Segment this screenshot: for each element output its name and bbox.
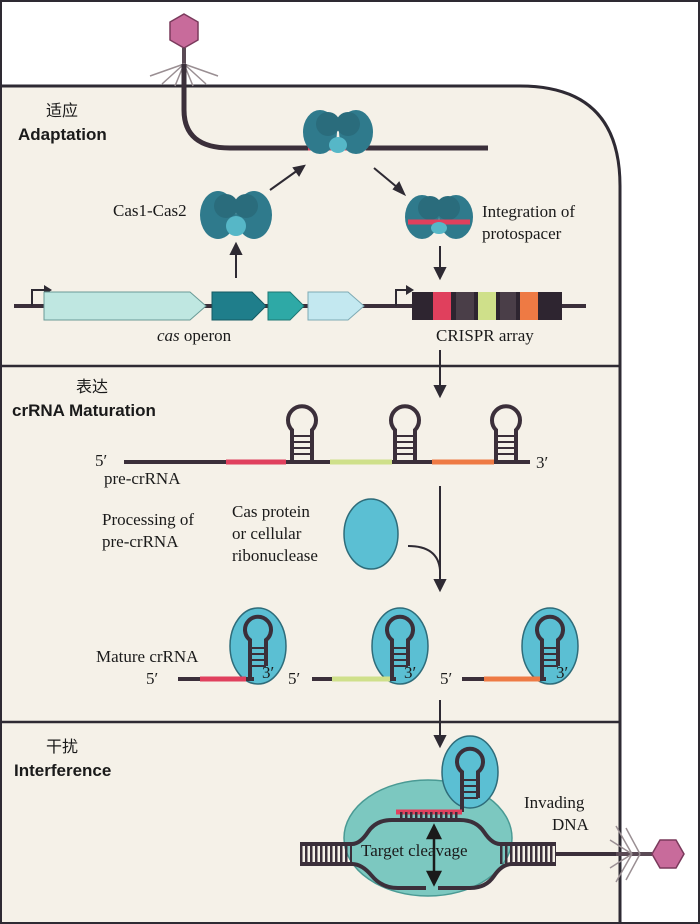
mature-crrna-1-3prime: 3′ (262, 663, 274, 682)
section-maturation: 表达 crRNA Maturation (12, 377, 156, 420)
section-interference: 干扰 Interference (14, 737, 111, 780)
hairpins-pre (286, 404, 522, 462)
mature-crrna-1 (178, 607, 287, 685)
mature-crrna-3-3prime: 3′ (556, 663, 568, 682)
section-adaptation: 适应 Adaptation (18, 101, 107, 144)
arrow-processing (407, 486, 447, 593)
arrow-to-maturation (433, 350, 447, 399)
mature-crrna-2 (312, 607, 429, 685)
cas-operon-label: cas operon (157, 326, 232, 345)
enzyme-label-line1: Cas protein (232, 502, 310, 521)
mature-crrna-3-5prime: 5′ (440, 669, 452, 688)
pre-crrna-5prime: 5′ (95, 451, 107, 470)
section-title-zh: 表达 (76, 377, 108, 396)
crrna-target-pairing (396, 809, 462, 820)
target-dna (300, 818, 646, 890)
injected-phage-dna (181, 64, 488, 151)
section-title-zh: 干扰 (46, 737, 78, 756)
cas1-cas2-complex-free (200, 191, 272, 239)
cas-protein-bound (441, 735, 499, 809)
invading-dna-label-line1: Invading (524, 793, 585, 812)
target-cleavage-label: Target cleavage (361, 841, 468, 860)
arrow-to-interference (433, 700, 447, 749)
cas1-cas2-complex-integration (405, 195, 473, 239)
enzyme-label-line3: ribonuclease (232, 546, 318, 565)
promoter-arrow-cas (31, 289, 48, 306)
crispr-array (412, 292, 562, 320)
mature-crrna-3 (462, 607, 579, 685)
cleavage-arrows (425, 823, 443, 887)
phage-invading-icon (609, 825, 685, 883)
promoter-arrowhead-crispr (406, 285, 414, 295)
section-title-en: Adaptation (18, 125, 107, 144)
mature-crrna-1-5prime: 5′ (146, 669, 158, 688)
invading-dna-label-line2: DNA (552, 815, 590, 834)
mature-crrna-label: Mature crRNA (96, 647, 199, 666)
promoter-arrow-crispr (395, 289, 410, 306)
section-title-en: Interference (14, 761, 111, 780)
cas-operon-genes (43, 291, 365, 321)
adaptation-arrows (229, 164, 447, 281)
section-title-en: crRNA Maturation (12, 401, 156, 420)
ribonuclease-icon (343, 498, 399, 570)
section-title-zh: 适应 (46, 101, 78, 120)
processing-label-line2: pre-crRNA (102, 532, 179, 551)
cas1-cas2-label: Cas1-Cas2 (113, 201, 187, 220)
enzyme-label-line2: or cellular (232, 524, 302, 543)
processing-label-line1: Processing of (102, 510, 194, 529)
mature-crrna-2-5prime: 5′ (288, 669, 300, 688)
pre-crrna-3prime: 3′ (536, 453, 548, 472)
pre-crrna-label: pre-crRNA (104, 469, 181, 488)
crrna-hairpin-bound (455, 746, 485, 812)
crispr-array-label: CRISPR array (436, 326, 534, 345)
cas1-cas2-complex-capture (303, 110, 373, 154)
crrna-hairpin-bound-stem (462, 779, 478, 799)
hairpin-stems-pre (292, 435, 516, 455)
integration-label-line2: protospacer (482, 224, 562, 243)
cell-membrane (0, 84, 622, 924)
integration-label-line1: Integration of (482, 202, 575, 221)
phage-top-icon (149, 13, 219, 87)
mature-crrna-2-3prime: 3′ (404, 663, 416, 682)
